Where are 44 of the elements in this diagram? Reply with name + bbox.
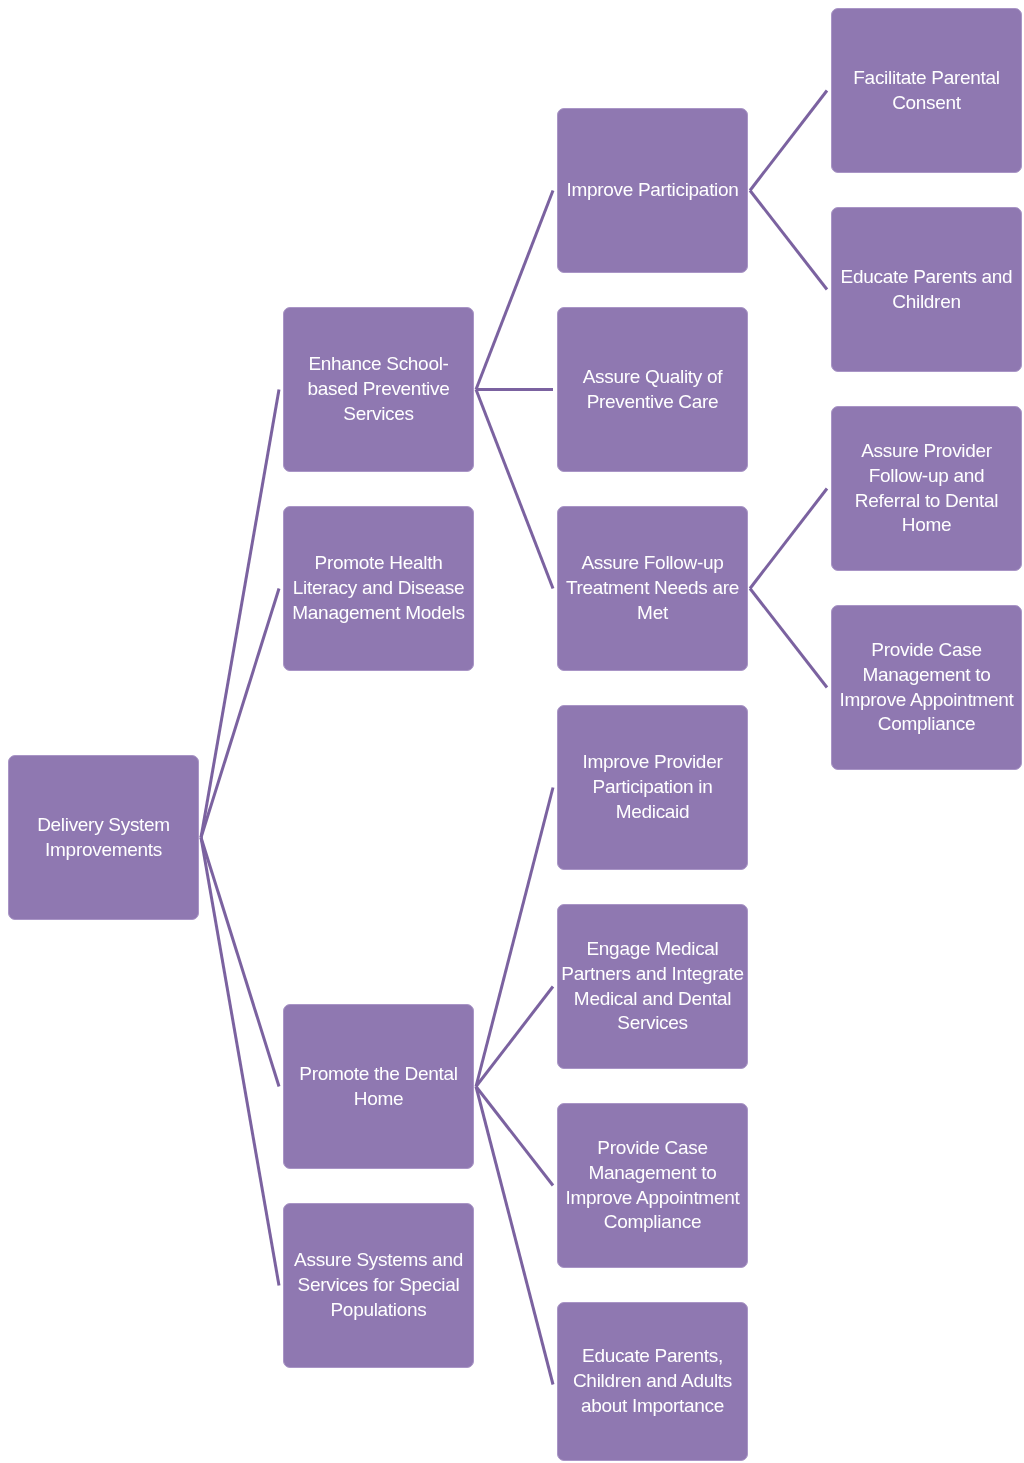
connector-line	[474, 388, 555, 590]
node-box	[557, 904, 748, 1069]
node-box	[831, 605, 1022, 770]
node-box	[557, 108, 748, 273]
connector-line	[474, 189, 555, 391]
connector-line	[748, 189, 829, 291]
connector-line	[476, 388, 553, 391]
node-label: Provide Case Management to Improve Appointment Compliance	[838, 638, 1015, 737]
node-label: Improve Provider Participation in Medicaid	[581, 750, 724, 824]
node-label: Engage Medical Partners and Integrate Medical and Dental Services	[561, 937, 744, 1036]
node-box	[8, 755, 199, 920]
node-box	[831, 207, 1022, 372]
connector-line	[199, 588, 281, 838]
connector-line	[748, 487, 829, 590]
node-label: Educate Parents and Children	[839, 264, 1014, 314]
node-label: Delivery System Improvements	[36, 812, 171, 862]
node-box	[557, 1103, 748, 1268]
node-box	[283, 1203, 474, 1368]
node-box	[557, 307, 748, 472]
node-box	[557, 705, 748, 870]
node-label: Promote Health Literacy and Disease Management Models	[291, 551, 466, 625]
node-box	[283, 307, 474, 472]
connector-line	[199, 837, 281, 1286]
node-box	[831, 406, 1022, 571]
node-label: Assure Quality of Preventive Care	[581, 364, 724, 414]
node-label: Enhance School-based Preventive Services	[306, 352, 451, 426]
node-label: Educate Parents, Children and Adults about Importance	[571, 1344, 734, 1418]
node-box	[283, 506, 474, 671]
connector-line	[474, 787, 555, 1087]
node-label: Assure Provider Follow-up and Referral to Dental Home	[853, 439, 1000, 538]
node-box	[283, 1004, 474, 1169]
node-label: Facilitate Parental Consent	[852, 65, 1001, 115]
connector-line	[474, 985, 555, 1088]
node-label: Promote the Dental Home	[298, 1061, 459, 1111]
node-label: Provide Case Management to Improve Appointment Compliance	[564, 1136, 741, 1235]
node-box	[831, 8, 1022, 173]
connector-line	[474, 1086, 555, 1385]
node-label: Assure Follow-up Treatment Needs are Met	[564, 551, 741, 625]
connector-line	[748, 89, 829, 192]
node-box	[557, 1302, 748, 1461]
node-box	[557, 506, 748, 671]
connector-line	[748, 587, 829, 689]
node-label: Improve Participation	[566, 178, 739, 203]
node-label: Assure Systems and Services for Special Populations	[293, 1248, 464, 1322]
